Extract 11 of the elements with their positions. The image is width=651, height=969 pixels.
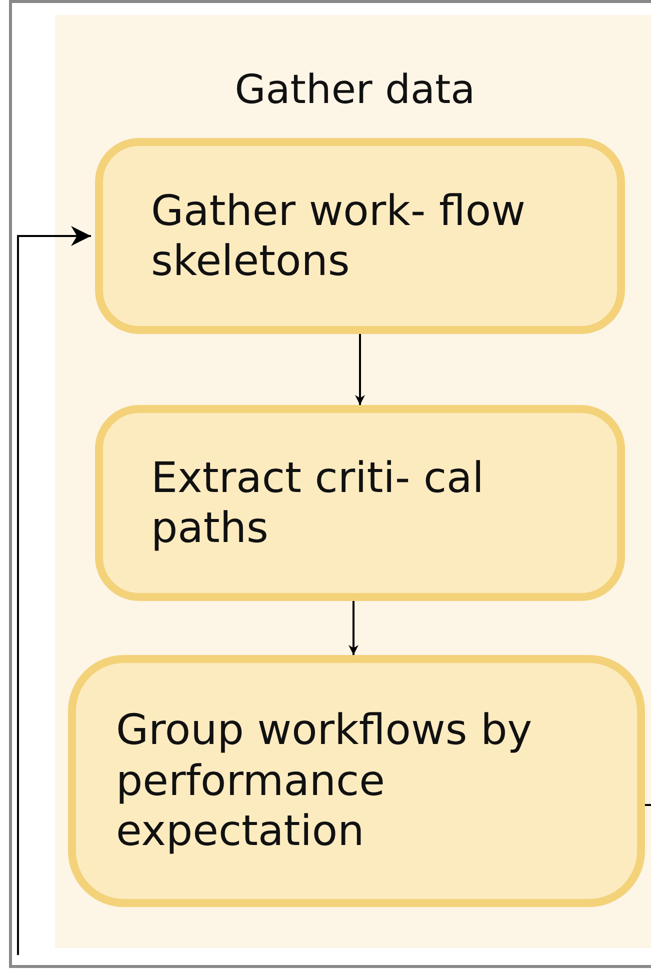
process-box [95, 138, 625, 334]
step-label: Group workflows by performance expectation [116, 705, 534, 857]
step-label: Gather work- flow skeletons [151, 186, 526, 286]
connector-line [645, 804, 651, 806]
arrow [17, 226, 91, 955]
arrow [348, 601, 358, 655]
step-label: Extract criti- cal paths [151, 452, 485, 554]
arrow [355, 334, 365, 405]
process-box [68, 655, 645, 907]
group-title: Gather data [234, 67, 476, 113]
process-box [95, 405, 625, 601]
